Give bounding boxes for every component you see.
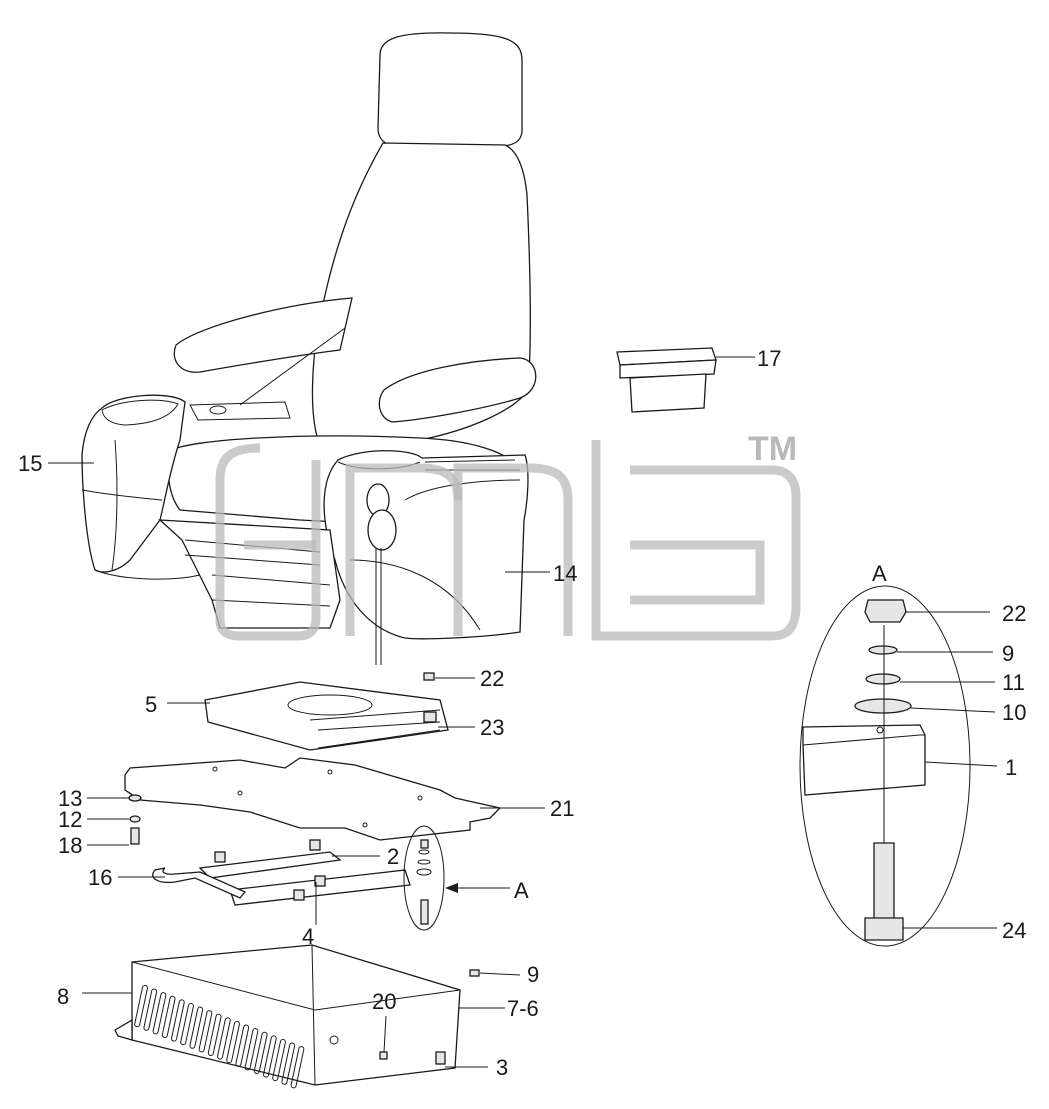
callout-13: 13 [58, 786, 82, 811]
seat-leader [239, 327, 346, 406]
part-18-bolt [130, 827, 140, 845]
callout-9-box: 9 [527, 962, 539, 987]
right-console [323, 450, 529, 640]
detail-a-small [403, 825, 445, 931]
vent-slot [189, 1006, 204, 1049]
callout-16: 16 [88, 865, 112, 890]
callout-22-top: 22 [480, 666, 504, 691]
vent-slot [263, 1035, 277, 1078]
left-console [81, 394, 186, 573]
left-console-side [81, 439, 201, 580]
callout-7-6: 7-6 [507, 996, 539, 1021]
callout-21: 21 [550, 796, 574, 821]
vent-slot [161, 995, 176, 1038]
part-5-swivel-plate [204, 681, 449, 751]
leader-lines [48, 356, 998, 1068]
callout-23: 23 [480, 715, 504, 740]
vent-slot [226, 1020, 240, 1064]
callout-3: 3 [496, 1055, 508, 1080]
callout-24: 24 [1002, 918, 1026, 943]
callout-22-detail: 22 [1002, 601, 1026, 626]
part-23-bolt [423, 711, 437, 723]
callout-10: 10 [1002, 700, 1026, 725]
vent-slot [290, 1046, 305, 1089]
callout-2: 2 [387, 844, 399, 869]
part-17-switch [616, 347, 717, 413]
vent-slot [171, 999, 185, 1042]
headrest [377, 32, 523, 147]
slide-rail-assembly [152, 839, 411, 906]
detail-view-a [799, 585, 971, 947]
right-armrest [378, 357, 537, 423]
vent-slot [217, 1017, 231, 1060]
vent-slot [272, 1038, 286, 1082]
part-20-screw [379, 1051, 388, 1060]
left-console-top [101, 399, 179, 426]
vent-slot [253, 1031, 268, 1074]
part-3-bolt [435, 1051, 446, 1065]
callout-5: 5 [145, 692, 157, 717]
callout-15: 15 [18, 451, 42, 476]
callout-14: 14 [553, 561, 577, 586]
callout-4: 4 [302, 924, 314, 949]
part-12-washer [129, 815, 141, 823]
box-vent-slots [134, 984, 305, 1089]
arrow-head-icon [445, 883, 458, 893]
vent-slot [235, 1024, 250, 1067]
vent-slot [152, 992, 167, 1035]
part-21-mounting-plate [124, 757, 502, 841]
detail-view-label: A [872, 561, 887, 586]
box-side-hole [329, 1035, 339, 1045]
callout-labels: 15 14 17 5 22 23 21 13 12 18 2 16 4 A 8 … [18, 346, 1026, 1080]
vent-slot [180, 1002, 194, 1046]
callout-arrow-a: A [514, 878, 529, 903]
seat-assembly [81, 32, 537, 665]
trademark-symbol: TM [748, 430, 797, 468]
brand-watermark [215, 440, 801, 641]
vent-slot [198, 1010, 213, 1053]
vent-slot [281, 1042, 296, 1085]
part-22-nut-top [423, 672, 435, 681]
callout-12: 12 [58, 807, 82, 832]
callout-9-detail: 9 [1002, 641, 1014, 666]
part-16-handle [152, 867, 247, 899]
control-lever-cable [375, 548, 382, 665]
vent-slot [143, 988, 158, 1031]
callout-20: 20 [372, 989, 396, 1014]
part-9-screw-box [469, 969, 480, 977]
control-lever-ring [367, 509, 397, 551]
vent-slot [244, 1028, 259, 1071]
seat-tray [189, 401, 291, 421]
callout-1: 1 [1005, 755, 1017, 780]
left-armrest [173, 297, 353, 373]
callout-8: 8 [57, 984, 69, 1009]
callout-18: 18 [58, 833, 82, 858]
vent-slot [207, 1013, 222, 1056]
callout-11: 11 [1002, 670, 1025, 695]
vent-slot [134, 984, 148, 1028]
part-13-washer [128, 794, 142, 802]
callout-17: 17 [757, 346, 781, 371]
